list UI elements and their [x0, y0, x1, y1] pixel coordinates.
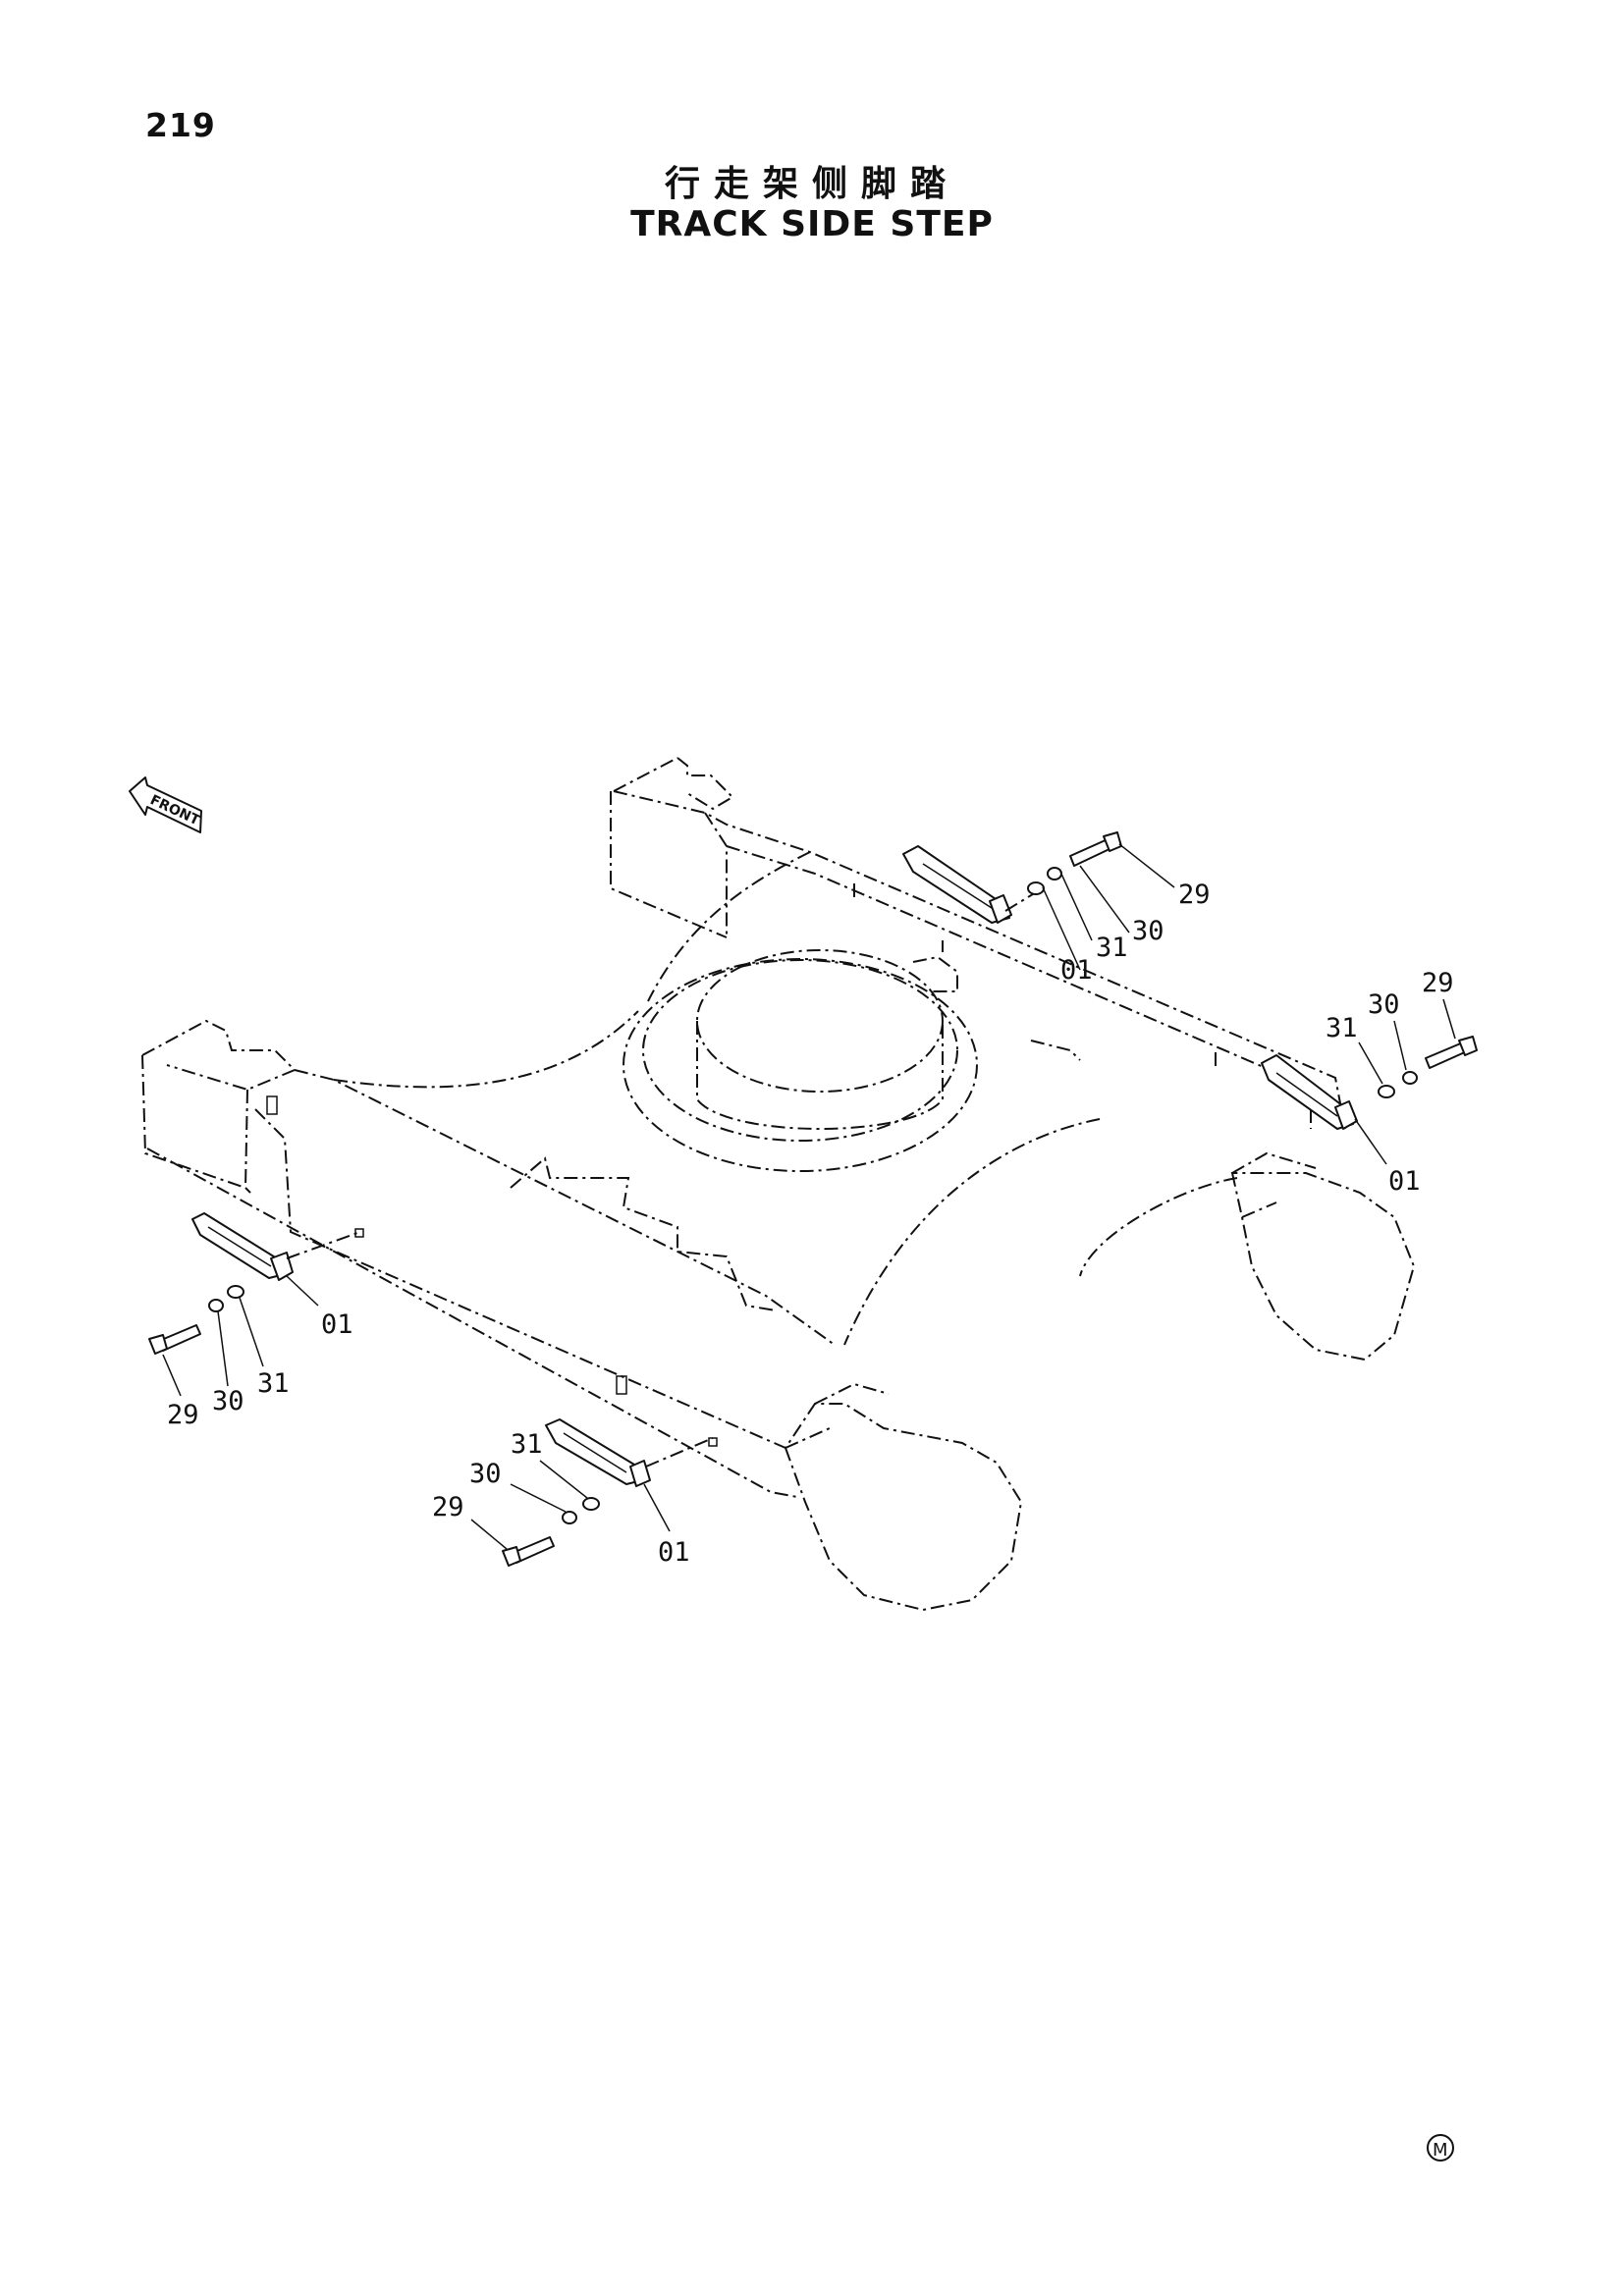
- callout-01: 01: [321, 1309, 353, 1340]
- callout-30: 30: [212, 1386, 244, 1416]
- callout-31: 31: [1326, 1013, 1358, 1043]
- callout-01: 01: [1060, 955, 1093, 986]
- corner-mark-icon: M: [1427, 2134, 1454, 2162]
- callout-29: 29: [1422, 968, 1454, 998]
- step-assembly-rear-lower: [1261, 998, 1478, 1165]
- step-assembly-rear-upper: [902, 831, 1175, 971]
- corner-mark-label: M: [1433, 2140, 1448, 2161]
- callout-29: 29: [432, 1492, 464, 1522]
- callout-30: 30: [1368, 989, 1400, 1020]
- callout-31: 31: [511, 1429, 543, 1460]
- track-frame-body: [141, 757, 1416, 1612]
- callout-01: 01: [1388, 1166, 1421, 1197]
- callout-31: 31: [257, 1368, 290, 1399]
- callout-29: 29: [167, 1400, 199, 1430]
- callout-01: 01: [658, 1537, 690, 1568]
- step-assembly-front-lower: [470, 1418, 714, 1567]
- step-assembly-front-upper: [148, 1212, 358, 1397]
- callout-30: 30: [1132, 916, 1164, 946]
- title-chinese: 行走架侧脚踏: [664, 164, 959, 204]
- title-english: TRACK SIDE STEP: [630, 204, 994, 244]
- page-number: 219: [145, 106, 216, 144]
- callout-29: 29: [1178, 880, 1211, 910]
- front-arrow-icon: FRONT: [129, 776, 202, 833]
- callout-31: 31: [1096, 933, 1128, 963]
- callout-30: 30: [469, 1459, 502, 1489]
